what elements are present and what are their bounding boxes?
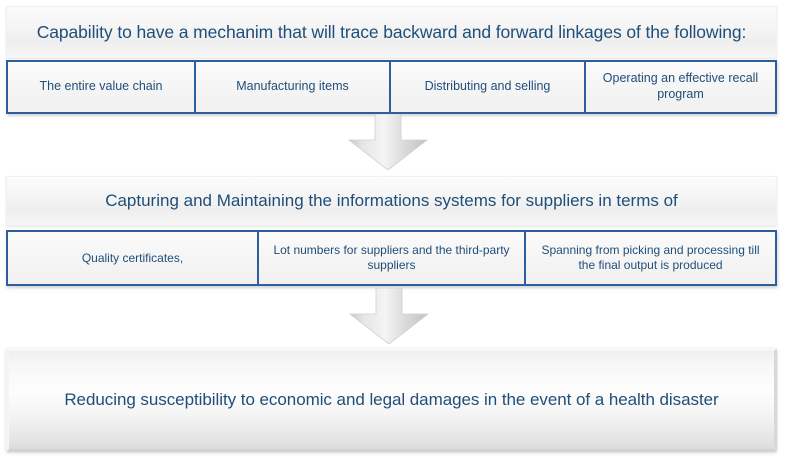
tier1-box-value-chain[interactable]: The entire value chain [8,62,196,112]
tier1-box-recall-program-label: Operating an effective recall program [602,71,759,101]
outcome-panel-text: Reducing susceptibility to economic and … [64,390,719,409]
title-banner-text: Capability to have a mechanim that will … [36,21,747,42]
tier1-box-value-chain-label: The entire value chain [39,79,163,94]
tier1-box-recall-program[interactable]: Operating an effective recall program [586,62,775,112]
tier2-box-spanning-picking[interactable]: Spanning from picking and processing til… [526,232,775,284]
down-arrow-icon [348,288,430,344]
tier2-box-spanning-picking-label: Spanning from picking and processing til… [541,243,760,272]
title-banner: Capability to have a mechanim that will … [6,6,777,58]
tier2-box-lot-numbers-label: Lot numbers for suppliers and the third-… [273,243,510,272]
tier2-box-quality-certificates-label: Quality certificates, [81,250,184,265]
tier1-box-distributing-label: Distributing and selling [424,79,551,94]
outcome-panel: Reducing susceptibility to economic and … [6,348,777,452]
tier2-box-quality-certificates[interactable]: Quality certificates, [8,232,259,284]
tier1-box-row: The entire value chain Manufacturing ite… [6,60,777,114]
second-banner: Capturing and Maintaining the informatio… [6,176,777,226]
tier1-box-manufacturing-label: Manufacturing items [236,79,349,94]
tier2-box-row: Quality certificates, Lot numbers for su… [6,230,777,286]
down-arrow-icon [347,114,429,170]
tier2-box-lot-numbers[interactable]: Lot numbers for suppliers and the third-… [259,232,526,284]
tier1-box-manufacturing[interactable]: Manufacturing items [196,62,391,112]
tier1-box-distributing[interactable]: Distributing and selling [391,62,586,112]
second-banner-text: Capturing and Maintaining the informatio… [105,191,678,210]
